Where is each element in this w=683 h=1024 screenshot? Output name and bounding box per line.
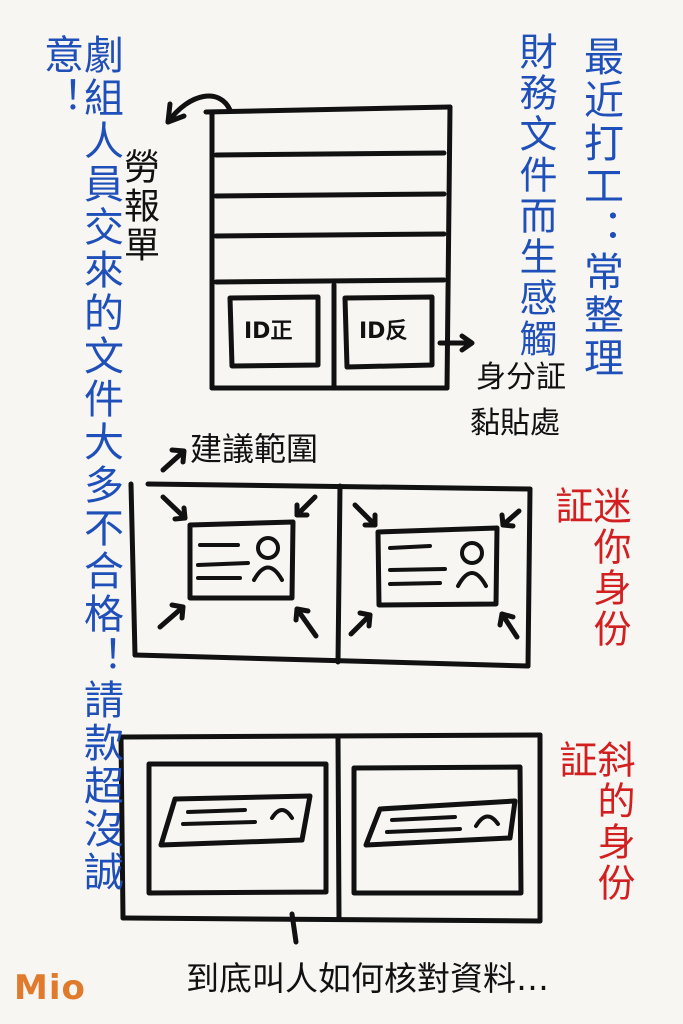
tilted-id-card-left	[158, 793, 313, 848]
curved-arrow-icon	[165, 93, 233, 125]
id-paste-label-line1: 身分証	[476, 360, 566, 395]
tilted-id-label: 斜的身份証	[553, 740, 635, 904]
mio-logo: Mio	[14, 968, 86, 1008]
tilted-id-frame	[118, 732, 543, 924]
suggested-range-label: 建議範圍	[190, 430, 319, 468]
left-vertical-note: 劇組人員交來的文件大多不合格！請款超沒誠意！	[37, 34, 123, 894]
bottom-caption: 到底叫人如何核對資料…	[186, 959, 549, 998]
id-paste-arrow-icon	[437, 333, 475, 353]
suggested-range-arrow-icon	[160, 447, 187, 473]
id-back-label: ID反	[359, 319, 408, 344]
right-vertical-note-1: 最近打工：常整理	[577, 36, 623, 380]
tilted-id-card-right	[363, 798, 518, 848]
caption-pointer-icon	[289, 911, 299, 945]
mini-id-frame	[128, 481, 533, 669]
id-front-box	[227, 294, 321, 369]
id-back-box	[342, 294, 435, 370]
mini-id-card-left	[187, 519, 296, 601]
id-paste-label-line2: 黏貼處	[470, 406, 560, 441]
labor-form-label: 勞報單	[118, 148, 159, 265]
right-vertical-note-2: 財務文件而生感觸	[513, 32, 557, 360]
mini-id-card-right	[375, 525, 500, 608]
labor-form-sketch	[203, 104, 453, 391]
id-front-label: ID正	[244, 319, 293, 344]
mini-id-label: 迷你身份証	[549, 486, 631, 650]
